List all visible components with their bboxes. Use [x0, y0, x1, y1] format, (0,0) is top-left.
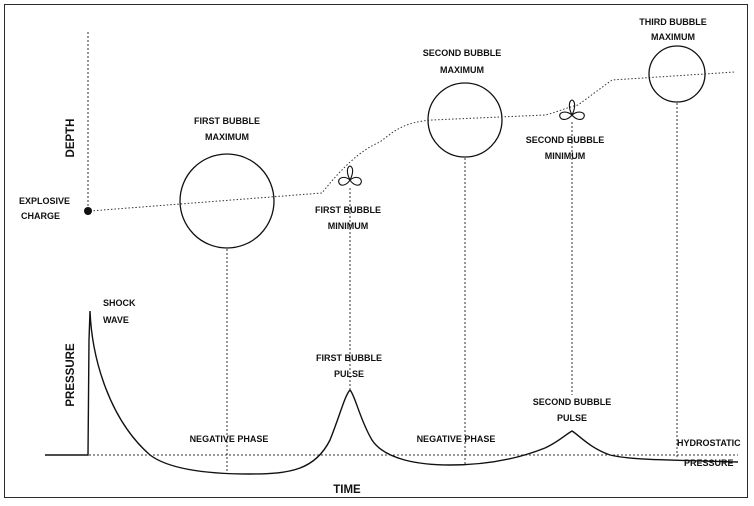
first-bubble-pulse-label-1: FIRST BUBBLE [316, 353, 382, 363]
shock-wave-label-2: WAVE [103, 315, 129, 325]
first-bubble-maximum-circle [179, 153, 275, 249]
explosive-charge-dot [84, 207, 92, 215]
second-bubble-minimum-shape [559, 99, 585, 120]
explosive-charge-label-1: EXPLOSIVE [19, 196, 70, 206]
hydrostatic-pressure-label-1: HYDROSTATIC [677, 438, 741, 448]
shock-wave-label-1: SHOCK [103, 298, 136, 308]
explosive-charge-label-2: CHARGE [21, 211, 60, 221]
first-bubble-maximum-label-2: MAXIMUM [205, 132, 249, 142]
depth-trajectory [89, 71, 736, 212]
hydrostatic-pressure-label-2: PRESSURE [684, 458, 734, 468]
vertical-guides [226, 103, 678, 472]
second-bubble-pulse-label-2: PULSE [557, 413, 587, 423]
pressure-curve [45, 310, 739, 475]
second-bubble-maximum-circle [427, 82, 503, 158]
third-bubble-maximum-label-2: MAXIMUM [651, 32, 695, 42]
depth-axis-label: DEPTH [65, 119, 77, 158]
third-bubble-maximum-label-1: THIRD BUBBLE [639, 17, 707, 27]
pressure-axis-label: PRESSURE [65, 343, 77, 407]
first-bubble-minimum-label-1: FIRST BUBBLE [315, 205, 381, 215]
second-bubble-minimum-label-2: MINIMUM [545, 151, 586, 161]
negative-phase-label-1: NEGATIVE PHASE [190, 434, 269, 444]
negative-phase-label-2: NEGATIVE PHASE [417, 434, 496, 444]
first-bubble-maximum-label-1: FIRST BUBBLE [194, 116, 260, 126]
first-bubble-minimum-label-2: MINIMUM [328, 221, 369, 231]
third-bubble-maximum-circle [648, 45, 706, 103]
first-bubble-minimum-shape [338, 165, 362, 186]
first-bubble-pulse-label-2: PULSE [334, 369, 364, 379]
second-bubble-minimum-label-1: SECOND BUBBLE [526, 135, 605, 145]
time-axis-label: TIME [333, 484, 361, 496]
diagram-frame [4, 4, 748, 498]
second-bubble-maximum-label-2: MAXIMUM [440, 65, 484, 75]
second-bubble-maximum-label-1: SECOND BUBBLE [423, 48, 502, 58]
second-bubble-pulse-label-1: SECOND BUBBLE [533, 397, 612, 407]
